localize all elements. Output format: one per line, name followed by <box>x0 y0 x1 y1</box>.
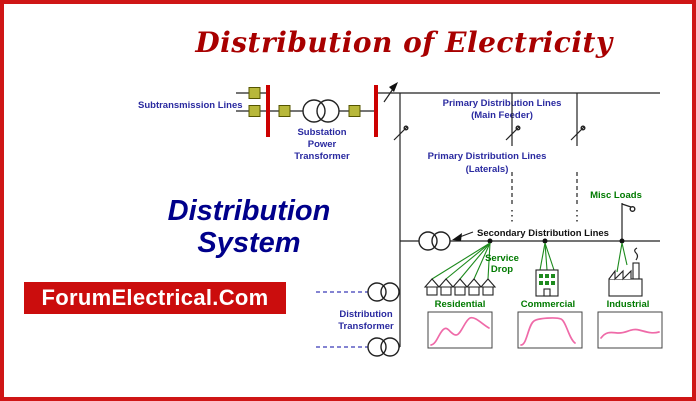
commercial-building-icon <box>535 269 559 297</box>
primary-main-label-line2: (Main Feeder) <box>471 110 533 121</box>
industrial-label: Industrial <box>607 299 650 310</box>
service-drop-label-line1: Service <box>485 253 519 264</box>
secondary-label: Secondary Distribution Lines <box>477 228 609 239</box>
distribution-transformer-label-line2: Transformer <box>338 321 394 332</box>
house-icon <box>479 278 497 296</box>
secondary-transformer-icon <box>418 231 451 251</box>
streetlight-icon <box>621 203 636 241</box>
factory-icon <box>608 247 643 297</box>
substation: Substation Power Transformer <box>266 85 378 162</box>
fuse-switch-icon <box>278 105 291 117</box>
subtransmission-label: Subtransmission Lines <box>138 100 243 111</box>
commercial-label: Commercial <box>521 299 575 310</box>
busbar-icon <box>374 85 378 137</box>
junction-node <box>619 238 625 244</box>
feeder-arrow-icon <box>389 82 398 92</box>
industrial-service: Industrial <box>607 242 650 310</box>
substation-transformer-label-line2: Power <box>308 139 337 150</box>
residential-label: Residential <box>435 299 486 310</box>
busbar-icon <box>266 85 270 137</box>
substation-power-transformer-icon <box>302 99 340 123</box>
fuse-switch-icon <box>348 105 361 117</box>
residential-service: Service Drop Residential <box>423 242 519 310</box>
junction-node <box>487 238 493 244</box>
distribution-transformer-icon <box>367 337 400 357</box>
secondary-distribution: Secondary Distribution Lines <box>400 228 660 251</box>
primary-main-feeder: Primary Distribution Lines (Main Feeder) <box>378 82 660 121</box>
distribution-transformer-label-line1: Distribution <box>339 309 392 320</box>
primary-laterals-label-line1: Primary Distribution Lines <box>428 151 547 162</box>
distribution-system-caption-line1: Distribution <box>167 195 331 227</box>
house-icon <box>437 278 455 296</box>
junction-node <box>542 238 548 244</box>
service-drop-label-line2: Drop <box>491 264 513 275</box>
substation-transformer-label-line1: Substation <box>297 127 346 138</box>
primary-laterals-label-line2: (Laterals) <box>466 164 509 175</box>
commercial-service: Commercial <box>521 242 575 310</box>
house-icon <box>423 278 441 296</box>
page-title: Distribution of Electricity <box>195 26 613 59</box>
distribution-system-caption: Distribution System <box>132 195 366 260</box>
fuse-switch-icon <box>248 105 261 117</box>
industrial-load-curve <box>597 311 663 349</box>
residential-load-curve <box>427 311 493 349</box>
distribution-system-caption-line2: System <box>197 226 301 259</box>
primary-main-label-line1: Primary Distribution Lines <box>443 98 562 109</box>
secondary-arrow-icon <box>452 233 462 241</box>
misc-loads-label: Misc Loads <box>590 190 642 201</box>
distribution-transformers: Distribution Transformer <box>316 241 401 357</box>
watermark-banner: ForumElectrical.Com <box>24 282 286 314</box>
distribution-transformer-icon <box>367 282 400 302</box>
primary-laterals: Primary Distribution Lines (Laterals) <box>393 93 586 241</box>
commercial-load-curve <box>517 311 583 349</box>
fuse-switch-icon <box>248 87 261 99</box>
house-icon <box>465 278 483 296</box>
misc-loads: Misc Loads <box>590 190 642 241</box>
house-icon <box>451 278 469 296</box>
substation-transformer-label-line3: Transformer <box>294 151 350 162</box>
subtransmission-lines: Subtransmission Lines <box>138 87 267 117</box>
one-line-diagram: Subtransmission Lines Substation Power T… <box>138 82 663 357</box>
